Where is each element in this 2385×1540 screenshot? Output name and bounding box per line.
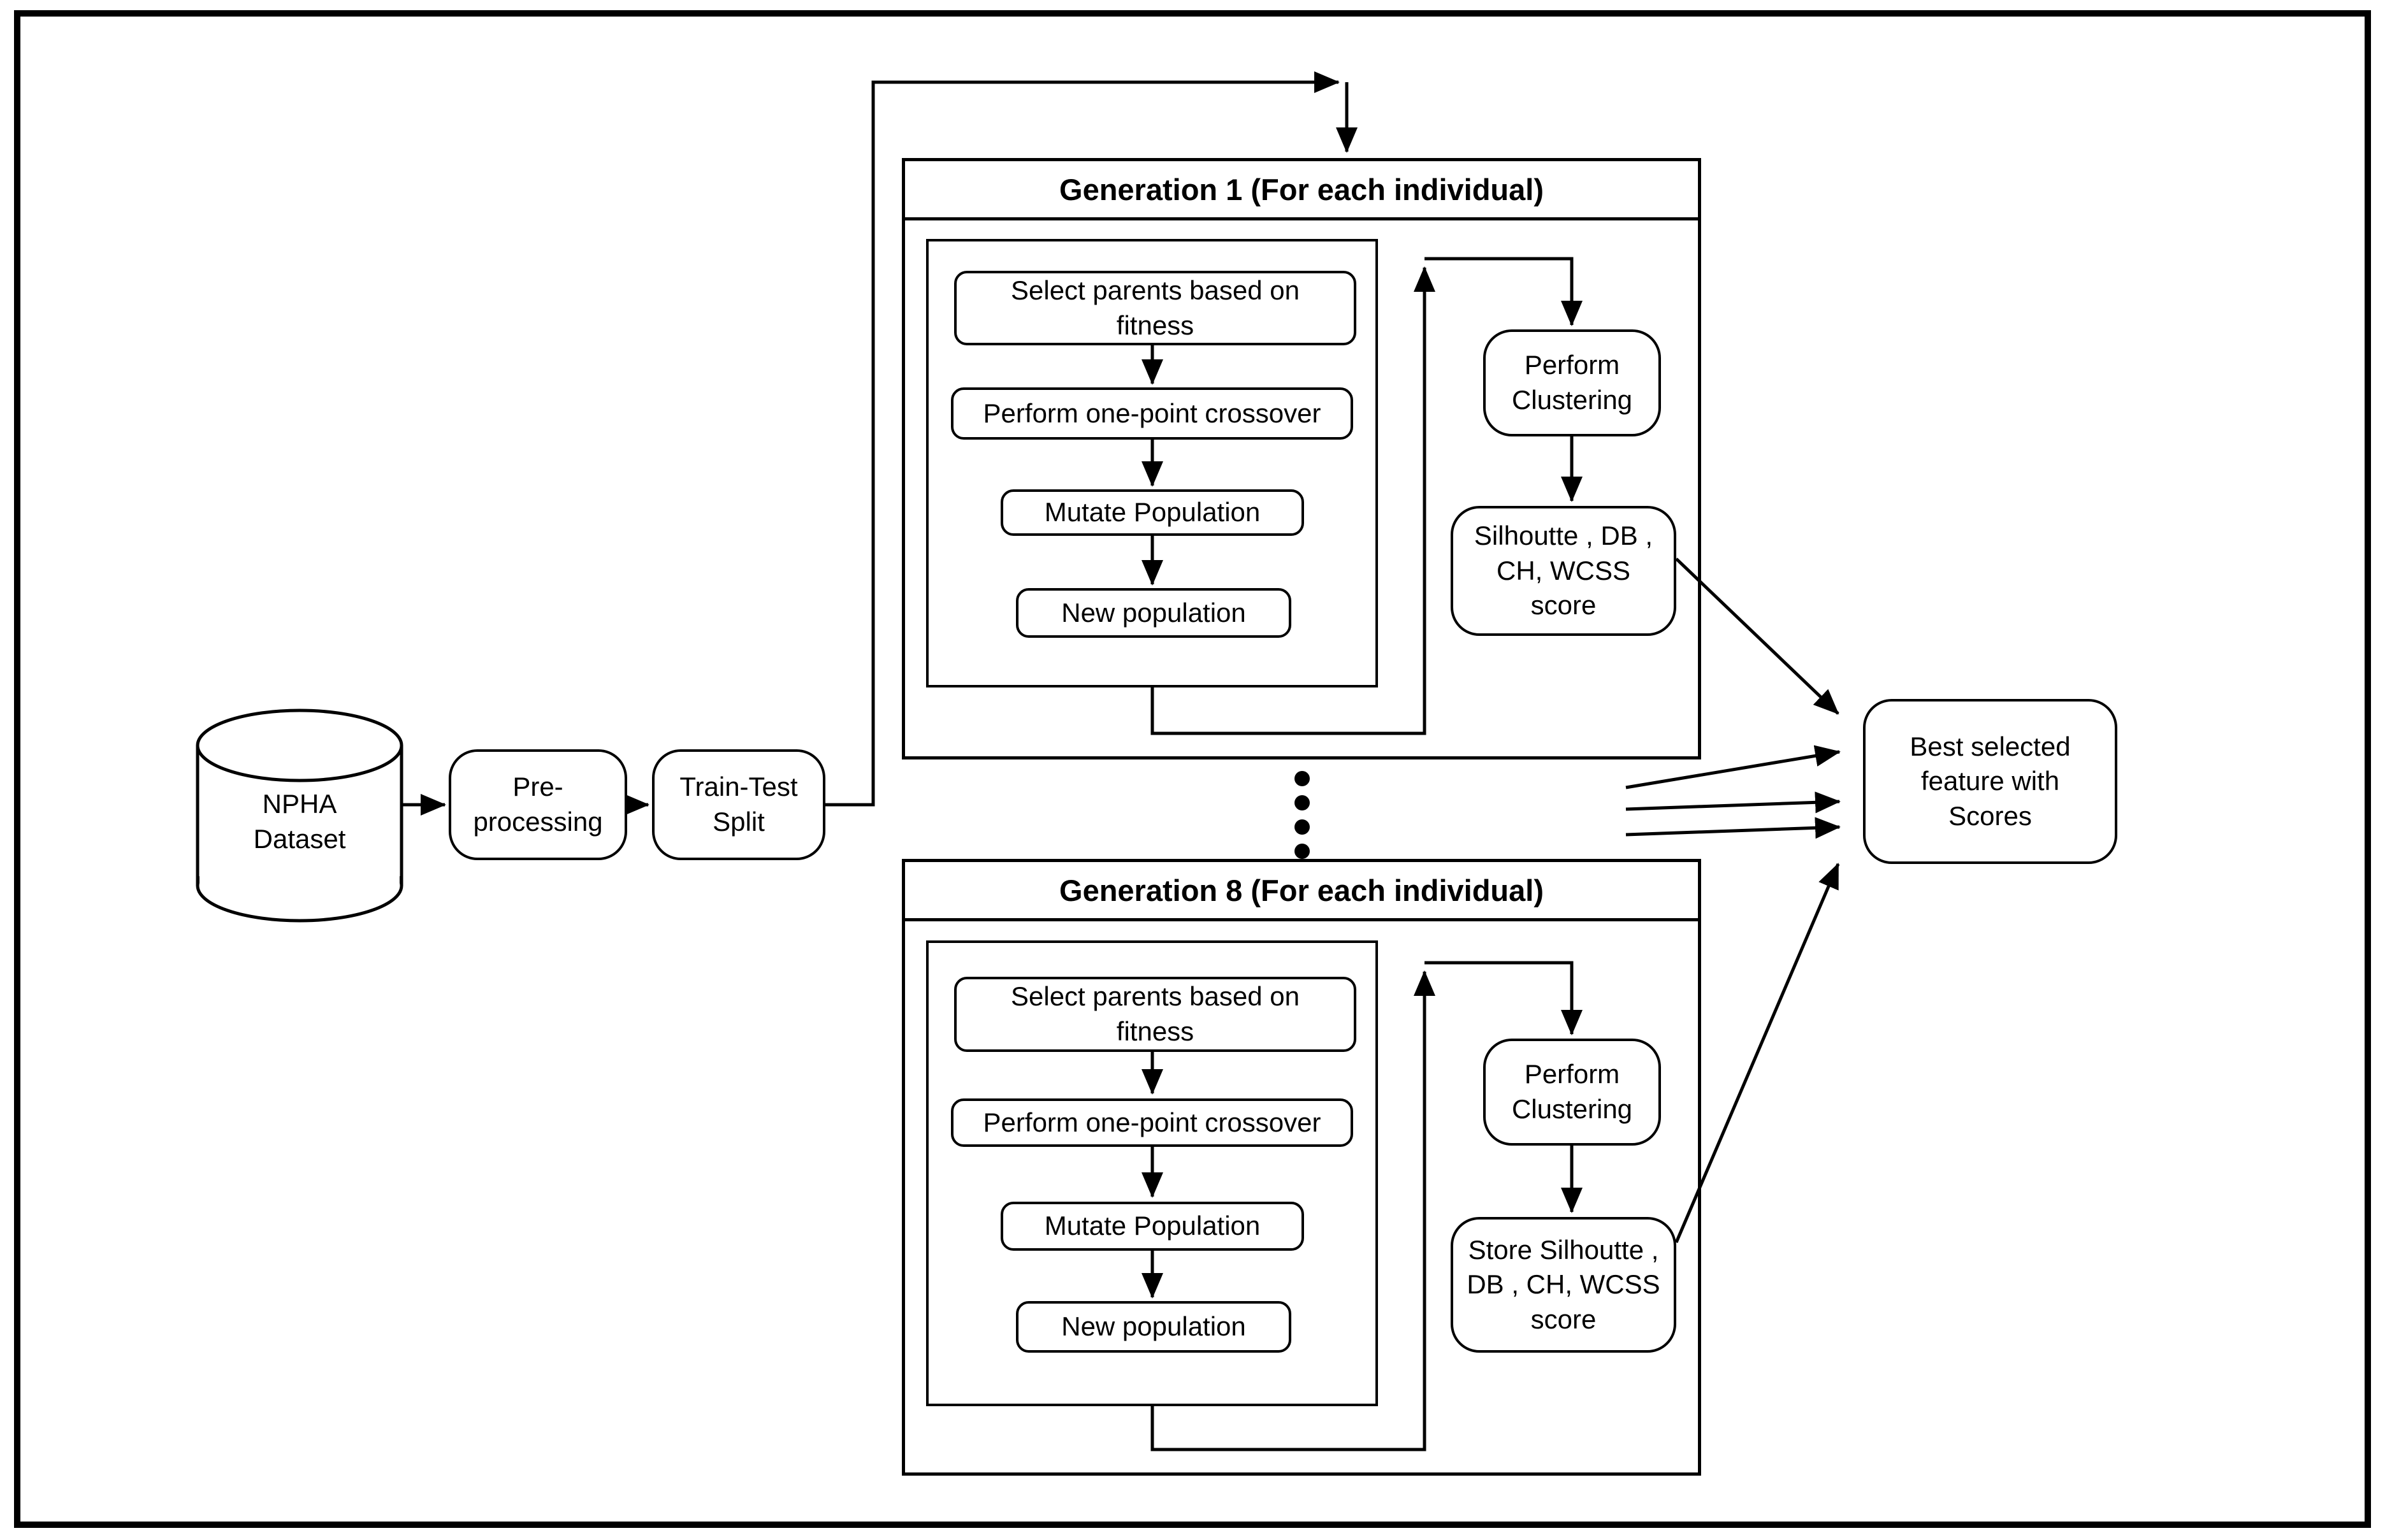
generation-1-inner-loop-box xyxy=(926,239,1378,687)
generation-8-title: Generation 8 (For each individual) xyxy=(905,862,1698,921)
gen8-arrow-into-clustering xyxy=(1424,961,1583,1035)
arrow-gen1scores-to-best xyxy=(1675,558,1839,715)
gen1-loop-up xyxy=(1150,266,1435,735)
dataset-cylinder-label: NPHA Dataset xyxy=(253,789,346,854)
generations-ellipsis-dots xyxy=(1294,771,1310,859)
gen8-scores-node: Store Silhoutte , DB , CH, WCSS score xyxy=(1451,1217,1676,1353)
gen1-arrow-into-clustering xyxy=(1424,257,1583,326)
arrow-mid-generations-to-best-1 xyxy=(1625,745,1841,789)
gen8-step-new-population: New population xyxy=(1016,1301,1291,1353)
connector-traintest-to-generation1-top xyxy=(825,71,1340,807)
gen1-scores-node: Silhoutte , DB , CH, WCSS score xyxy=(1451,506,1676,636)
arrow-mid-generations-to-best-2 xyxy=(1625,791,1841,814)
arrow-mid-generations-to-best-3 xyxy=(1625,817,1841,839)
gen1-step-select-parents: Select parents based on fitness xyxy=(954,271,1356,345)
train-test-split-node: Train-Test Split xyxy=(652,749,825,860)
gen1-step-new-population: New population xyxy=(1016,588,1291,638)
generation-1-title: Generation 1 (For each individual) xyxy=(905,161,1698,220)
gen8-perform-clustering-node: Perform Clustering xyxy=(1483,1039,1661,1146)
arrow-gen8scores-to-best xyxy=(1674,863,1840,1243)
generation-8-inner-loop-box xyxy=(926,940,1378,1406)
database-cylinder-shape xyxy=(196,709,403,923)
gen8-loop-up xyxy=(1150,970,1435,1451)
gen1-step-mutate-population: Mutate Population xyxy=(1001,489,1304,536)
generation-8-container: Generation 8 (For each individual) xyxy=(902,859,1701,1476)
gen1-step-one-point-crossover: Perform one-point crossover xyxy=(951,387,1353,440)
gen8-step-one-point-crossover: Perform one-point crossover xyxy=(951,1098,1353,1147)
gen8-step-select-parents: Select parents based on fitness xyxy=(954,977,1356,1052)
preprocessing-node: Pre- processing xyxy=(449,749,627,860)
gen1-perform-clustering-node: Perform Clustering xyxy=(1483,329,1661,436)
outer-border xyxy=(14,10,2371,1528)
generation-1-container: Generation 1 (For each individual) xyxy=(902,158,1701,759)
gen8-step-mutate-population: Mutate Population xyxy=(1001,1202,1304,1251)
best-selected-feature-node: Best selected feature with Scores xyxy=(1863,699,2117,864)
